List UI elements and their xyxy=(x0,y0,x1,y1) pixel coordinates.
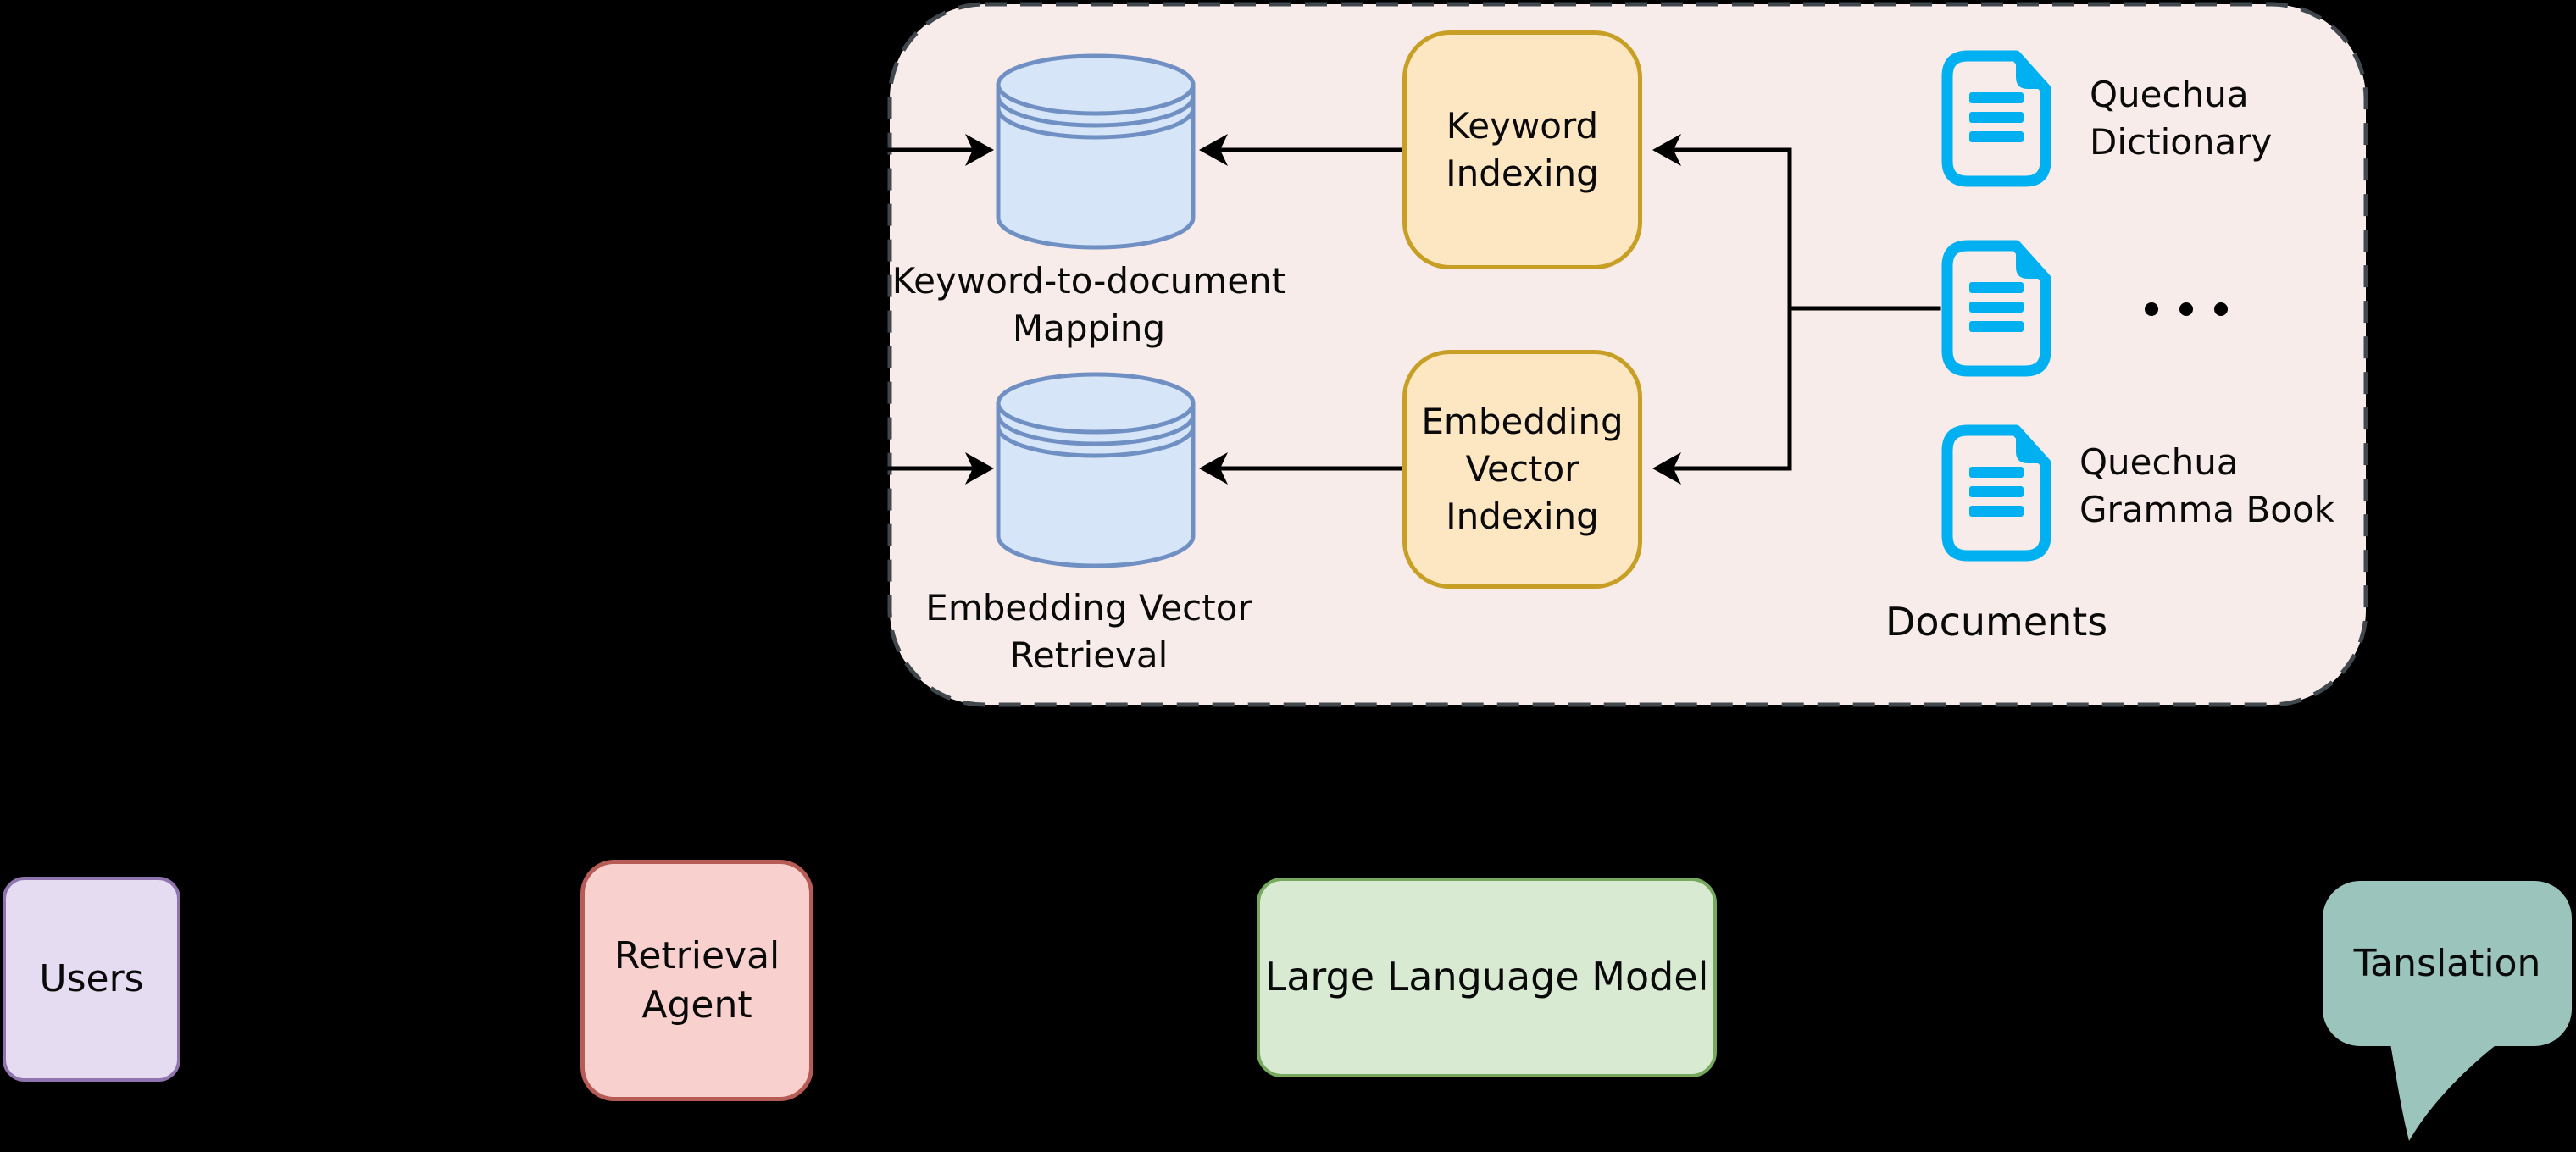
ellipsis-dot xyxy=(2179,302,2193,316)
arrowhead-into-embedding-indexing xyxy=(1652,452,1681,485)
translation-label: Tanslation xyxy=(2353,942,2541,985)
users-node: Users xyxy=(3,877,180,1082)
arrowhead-into-keyword-indexing xyxy=(1652,134,1681,166)
arrowhead-into-mapping-store-right xyxy=(1199,134,1228,166)
bubble-tail xyxy=(2390,1038,2502,1141)
document-icon-gramma-book xyxy=(1939,424,2054,562)
document-label-dictionary: Quechua Dictionary xyxy=(2090,74,2273,163)
ellipsis-icon xyxy=(2145,302,2228,316)
translation-bubble xyxy=(2323,881,2572,1141)
embedding-vector-indexing-label: Embedding Vector Indexing xyxy=(1421,400,1624,538)
arrowhead-into-mapping-store-left xyxy=(965,134,994,166)
document-icon-dictionary xyxy=(1939,49,2054,188)
embedding-vector-indexing-box: Embedding Vector Indexing xyxy=(1402,350,1642,589)
ellipsis-dot xyxy=(2214,302,2228,316)
datastore-keyword-mapping-icon xyxy=(996,53,1196,250)
document-label-gramma-book: Quechua Gramma Book xyxy=(2079,441,2334,531)
datastore-embedding-retrieval-icon xyxy=(996,372,1196,568)
users-label: Users xyxy=(39,957,144,1001)
datastore-keyword-mapping-label: Keyword-to-document Mapping xyxy=(891,260,1286,350)
arrowhead-into-retrieval-store-right xyxy=(1199,452,1228,485)
retrieval-agent-node: Retrieval Agent xyxy=(580,860,813,1101)
keyword-indexing-label: Keyword Indexing xyxy=(1446,104,1599,194)
ellipsis-dot xyxy=(2145,302,2158,316)
bubble-body xyxy=(2323,881,2572,1046)
documents-caption: Documents xyxy=(1885,599,2108,645)
arrowhead-into-retrieval-store-left xyxy=(965,452,994,485)
datastore-embedding-retrieval-label: Embedding Vector Retrieval xyxy=(925,587,1252,677)
retrieval-agent-label: Retrieval Agent xyxy=(613,934,780,1027)
keyword-indexing-box: Keyword Indexing xyxy=(1402,30,1642,269)
document-icon-more xyxy=(1939,239,2054,378)
llm-label: Large Language Model xyxy=(1264,954,1709,1000)
llm-node: Large Language Model xyxy=(1257,878,1717,1077)
